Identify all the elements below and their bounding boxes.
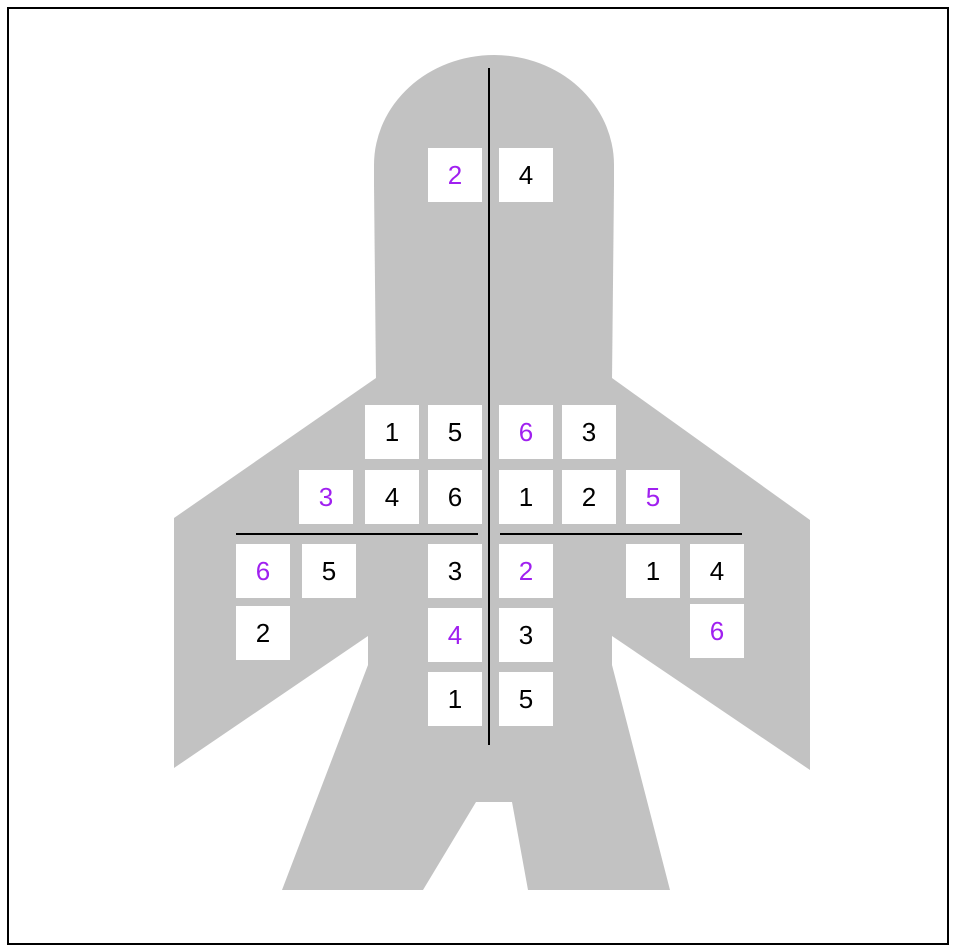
number-cell-chest-row2-c4: 1 bbox=[499, 470, 553, 524]
number-cell-left-arm-r2-c1: 2 bbox=[236, 606, 290, 660]
number-cell-belly-r2-left: 4 bbox=[428, 608, 482, 662]
number-cell-value: 4 bbox=[385, 482, 399, 512]
number-cell-value: 1 bbox=[448, 684, 462, 714]
number-cell-value: 5 bbox=[646, 482, 660, 512]
number-cell-chest-row1-c3: 6 bbox=[499, 405, 553, 459]
number-cell-value: 2 bbox=[582, 482, 596, 512]
number-cell-chest-row1-c2: 5 bbox=[428, 405, 482, 459]
number-cell-value: 4 bbox=[519, 160, 533, 190]
number-cell-value: 1 bbox=[646, 556, 660, 586]
number-cell-value: 2 bbox=[256, 618, 270, 648]
body-silhouette bbox=[174, 55, 810, 890]
number-cell-chest-row1-c4: 3 bbox=[562, 405, 616, 459]
number-cell-value: 3 bbox=[582, 417, 596, 447]
number-cell-right-arm-r1-c1: 1 bbox=[626, 544, 680, 598]
number-cell-chest-row2-c1: 3 bbox=[299, 470, 353, 524]
number-cell-value: 2 bbox=[519, 556, 533, 586]
number-cell-value: 4 bbox=[448, 620, 462, 650]
number-cell-belly-r1-right: 2 bbox=[499, 544, 553, 598]
number-cell-chest-row1-c1: 1 bbox=[365, 405, 419, 459]
number-cell-value: 5 bbox=[519, 684, 533, 714]
number-cell-left-arm-r1-c2: 5 bbox=[302, 544, 356, 598]
head-shape bbox=[374, 55, 614, 382]
number-cell-belly-r1-left: 3 bbox=[428, 544, 482, 598]
number-cell-value: 6 bbox=[256, 556, 270, 586]
number-cell-value: 3 bbox=[319, 482, 333, 512]
number-cell-belly-r3-left: 1 bbox=[428, 672, 482, 726]
number-cell-value: 1 bbox=[519, 482, 533, 512]
number-cell-chest-row2-c5: 2 bbox=[562, 470, 616, 524]
number-cell-right-arm-r2-c2: 6 bbox=[690, 604, 744, 658]
number-cell-belly-r3-right: 5 bbox=[499, 672, 553, 726]
number-cell-value: 6 bbox=[448, 482, 462, 512]
number-cell-value: 2 bbox=[448, 160, 462, 190]
number-cell-head-left: 2 bbox=[428, 148, 482, 202]
number-cell-value: 1 bbox=[385, 417, 399, 447]
number-cell-value: 5 bbox=[322, 556, 336, 586]
number-cell-value: 3 bbox=[448, 556, 462, 586]
number-cell-value: 6 bbox=[710, 616, 724, 646]
number-cell-value: 5 bbox=[448, 417, 462, 447]
number-cell-chest-row2-c6: 5 bbox=[626, 470, 680, 524]
number-cell-chest-row2-c2: 4 bbox=[365, 470, 419, 524]
number-cell-right-arm-r1-c2: 4 bbox=[690, 544, 744, 598]
number-cell-head-right: 4 bbox=[499, 148, 553, 202]
number-cell-chest-row2-c3: 6 bbox=[428, 470, 482, 524]
number-cell-belly-r2-right: 3 bbox=[499, 608, 553, 662]
number-cell-left-arm-r1-c1: 6 bbox=[236, 544, 290, 598]
number-cell-value: 4 bbox=[710, 556, 724, 586]
number-cell-value: 6 bbox=[519, 417, 533, 447]
number-cell-value: 3 bbox=[519, 620, 533, 650]
